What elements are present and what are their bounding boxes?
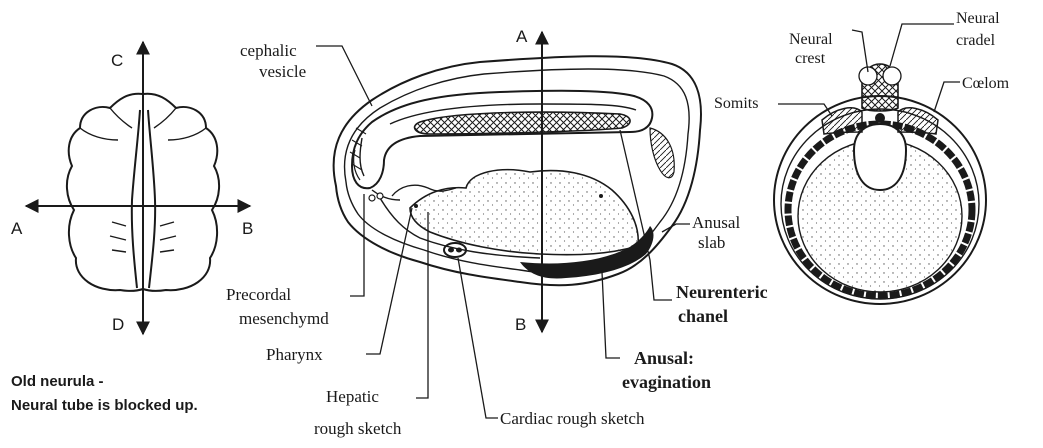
axis-label-a: A bbox=[11, 219, 23, 238]
label-cephalic-vesicle-2: vesicle bbox=[259, 62, 306, 81]
label-hepatic-2: rough sketch bbox=[314, 419, 402, 438]
axis-label-b: B bbox=[242, 219, 253, 238]
label-neurenteric-2: chanel bbox=[678, 306, 728, 326]
label-anusal-evagination-2: evagination bbox=[622, 372, 711, 392]
label-pharynx: Pharynx bbox=[266, 345, 323, 364]
label-neural-cradel-1: Neural bbox=[956, 10, 1000, 27]
label-cardiac: Cardiac rough sketch bbox=[500, 409, 645, 428]
yolk-mass bbox=[410, 170, 638, 255]
label-neural-crest-2: crest bbox=[795, 50, 826, 67]
axis-label-c: C bbox=[111, 51, 123, 70]
label-neurenteric-1: Neurenteric bbox=[676, 282, 768, 302]
cross-section: Neural crest Neural cradel Cœlom Somits bbox=[714, 10, 1010, 304]
embryo-top-view: C D A B bbox=[11, 42, 253, 334]
label-anusal-slab-2: slab bbox=[698, 233, 725, 252]
label-anusal-evagination-1: Anusal: bbox=[634, 348, 694, 368]
notochord bbox=[415, 112, 631, 134]
label-hepatic-1: Hepatic bbox=[326, 387, 379, 406]
label-precordal-2: mesenchymd bbox=[239, 309, 329, 328]
somite-right bbox=[898, 108, 938, 134]
label-anusal-slab-1: Anusal bbox=[692, 213, 740, 232]
sagittal-section: A B cephalic vesicle Precordal mesenchym… bbox=[226, 27, 768, 438]
label-coelom: Cœlom bbox=[962, 75, 1010, 92]
section-axis-label-b: B bbox=[515, 315, 526, 334]
label-neural-crest-1: Neural bbox=[789, 31, 833, 48]
label-neural-cradel-2: cradel bbox=[956, 32, 996, 49]
label-somits: Somits bbox=[714, 95, 758, 112]
axis-label-d: D bbox=[112, 315, 124, 334]
section-axis-label-a: A bbox=[516, 27, 528, 46]
caption-line-2: Neural tube is blocked up. bbox=[11, 397, 198, 414]
label-precordal-1: Precordal bbox=[226, 285, 291, 304]
label-cephalic-vesicle-1: cephalic bbox=[240, 41, 297, 60]
somite-left bbox=[822, 108, 862, 134]
neural-groove bbox=[132, 110, 140, 288]
gut-cavity bbox=[854, 124, 906, 190]
caption-line-1: Old neurula - bbox=[11, 373, 104, 390]
